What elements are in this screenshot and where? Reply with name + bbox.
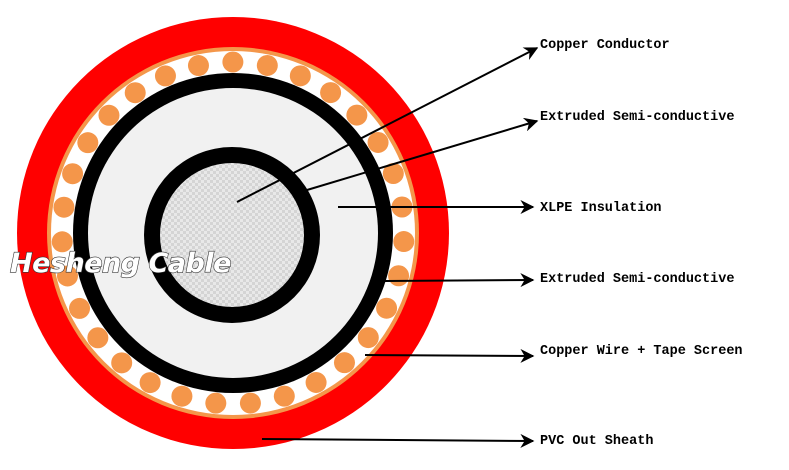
- leader-arrow-copper-conductor: [236, 47, 539, 203]
- copper-wire-strand: [393, 231, 415, 253]
- watermark-logo: Hesheng Cable: [10, 248, 231, 279]
- copper-wire-strand: [171, 385, 193, 407]
- copper-wire-strand: [53, 196, 75, 218]
- leader-arrow-copper-wire: [364, 348, 535, 363]
- copper-wire-strand: [273, 385, 295, 407]
- copper-wire-strand: [256, 54, 278, 76]
- label-outer-semiconductive: Extruded Semi-conductive: [540, 272, 734, 287]
- copper-wire-strand: [376, 297, 398, 319]
- copper-wire-strand: [77, 132, 99, 154]
- copper-wire-strand: [124, 82, 146, 104]
- leader-arrow-outer-semiconductive: [384, 273, 535, 288]
- copper-wire-strand: [333, 352, 355, 374]
- copper-wire-strand: [139, 372, 161, 394]
- copper-wire-strand: [357, 327, 379, 349]
- copper-wire-strand: [69, 297, 91, 319]
- copper-wire-strand: [87, 327, 109, 349]
- leader-arrow-inner-semiconductive: [306, 117, 539, 191]
- copper-wire-strand: [382, 163, 404, 185]
- label-pvc-out-sheath: PVC Out Sheath: [540, 434, 653, 449]
- copper-wire-strand: [346, 104, 368, 126]
- label-copper-conductor: Copper Conductor: [540, 38, 670, 53]
- copper-wire-strand: [239, 392, 261, 414]
- copper-conductor: [160, 163, 304, 307]
- label-inner-semiconductive: Extruded Semi-conductive: [540, 110, 734, 125]
- copper-wire-strand: [51, 231, 73, 253]
- copper-wire-strand: [289, 65, 311, 87]
- leader-arrow-pvc-sheath: [261, 433, 535, 448]
- copper-wire-strand: [62, 163, 84, 185]
- copper-wire-strand: [56, 265, 78, 287]
- copper-wire-strand: [367, 131, 389, 153]
- copper-wire-strand: [187, 55, 209, 77]
- label-xlpe-insulation: XLPE Insulation: [540, 201, 662, 216]
- copper-wire-strand: [154, 65, 176, 87]
- copper-wire-strand: [222, 51, 244, 73]
- copper-wire-strand: [388, 265, 410, 287]
- leader-lines: [236, 47, 539, 448]
- copper-wire-strand: [320, 82, 342, 104]
- copper-wire-strand: [98, 104, 120, 126]
- label-copper-wire-tape-screen: Copper Wire + Tape Screen: [540, 344, 743, 359]
- copper-wire-screen: [51, 51, 415, 414]
- copper-wire-strand: [305, 371, 327, 393]
- copper-wire-strand: [205, 392, 227, 414]
- copper-wire-strand: [111, 352, 133, 374]
